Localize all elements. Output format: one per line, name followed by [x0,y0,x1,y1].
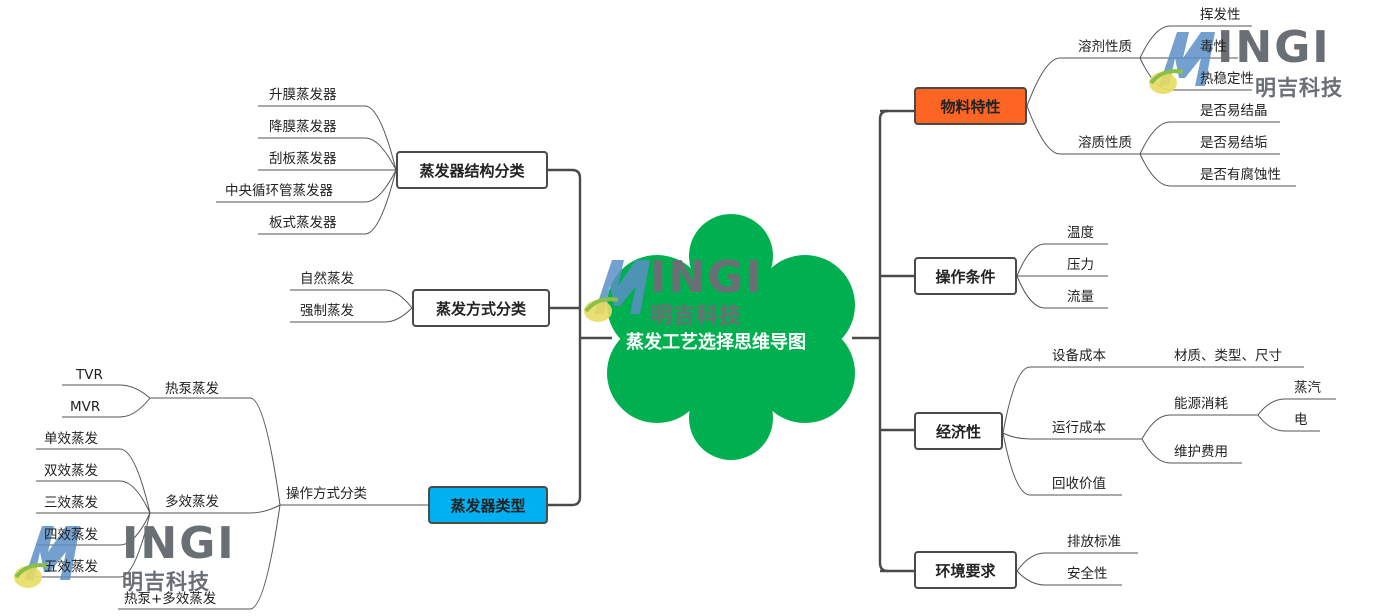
label-energy-consumption: 能源消耗 [1174,396,1228,412]
label-falling-film: 降膜蒸发器 [269,119,337,135]
label-temperature: 温度 [1067,225,1094,241]
label-natural: 自然蒸发 [300,271,354,287]
label-toxicity: 毒性 [1200,39,1227,55]
label-solute-properties: 溶质性质 [1078,135,1132,151]
label-quint-effect: 五效蒸发 [44,559,98,575]
label-crystallization: 是否易结晶 [1200,103,1268,119]
top-right-logo: INGI 明吉科技 [1145,22,1365,100]
label-flow: 流量 [1067,289,1094,305]
label-triple-effect: 三效蒸发 [44,495,98,511]
logo-mark-icon [14,526,80,588]
label-equipment-cost: 设备成本 [1052,348,1106,364]
node-operating-conditions[interactable]: 操作条件 [914,257,1017,295]
logo-word: INGI [122,518,236,569]
center-cloud [607,214,855,460]
bottom-left-logo: INGI 明吉科技 [10,518,234,594]
logo-word: INGI [1217,22,1331,73]
label-electricity: 电 [1294,412,1308,428]
logo-mark-icon [584,260,650,322]
center-title: 蒸发工艺选择思维导图 [626,332,806,353]
label-steam: 蒸汽 [1294,380,1321,396]
label-central-circulation: 中央循环管蒸发器 [225,183,333,199]
logo-cn: 明吉科技 [1255,76,1343,100]
node-economics[interactable]: 经济性 [914,412,1003,450]
label-forced: 强制蒸发 [300,303,354,319]
label-tvr: TVR [76,367,103,383]
trunk-right-vertical [878,109,889,573]
logo-mark-icon [1149,32,1215,94]
label-recovery-value: 回收价值 [1052,476,1106,492]
label-heat-pump: 热泵蒸发 [165,381,219,397]
label-rising-film: 升膜蒸发器 [269,87,337,103]
label-thermal-stability: 热稳定性 [1200,71,1254,87]
label-safety: 安全性 [1067,566,1108,582]
label-plate: 板式蒸发器 [269,215,337,231]
label-operating-cost: 运行成本 [1052,420,1106,436]
label-operation-mode: 操作方式分类 [286,486,367,502]
node-environment[interactable]: 环境要求 [914,551,1017,589]
label-mvr: MVR [70,399,101,415]
label-volatility: 挥发性 [1200,7,1241,23]
label-corrosion: 是否有腐蚀性 [1200,167,1281,183]
logo-cn: 明吉科技 [650,304,743,329]
logo-cn: 明吉科技 [122,570,210,594]
label-maintenance-cost: 维护费用 [1174,444,1228,460]
node-evaporator-type[interactable]: 蒸发器类型 [428,486,548,524]
label-material-type-size: 材质、类型、尺寸 [1174,348,1282,364]
label-pressure: 压力 [1067,257,1094,273]
node-structure-classification[interactable]: 蒸发器结构分类 [396,151,548,189]
logo-word: INGI [650,252,764,303]
node-evaporation-mode[interactable]: 蒸发方式分类 [412,289,550,327]
label-quad-effect: 四效蒸发 [44,527,98,543]
label-solvent-properties: 溶剂性质 [1078,39,1132,55]
node-material-properties[interactable]: 物料特性 [914,87,1027,125]
label-multi-effect: 多效蒸发 [165,494,219,510]
label-single-effect: 单效蒸发 [44,431,98,447]
label-emission-standard: 排放标准 [1067,534,1121,550]
label-scaling: 是否易结垢 [1200,135,1268,151]
label-scraper: 刮板蒸发器 [269,151,337,167]
label-heatpump-multi: 热泵+多效蒸发 [124,591,217,607]
center-logo: INGI 明吉科技 [580,252,800,329]
label-double-effect: 双效蒸发 [44,463,98,479]
